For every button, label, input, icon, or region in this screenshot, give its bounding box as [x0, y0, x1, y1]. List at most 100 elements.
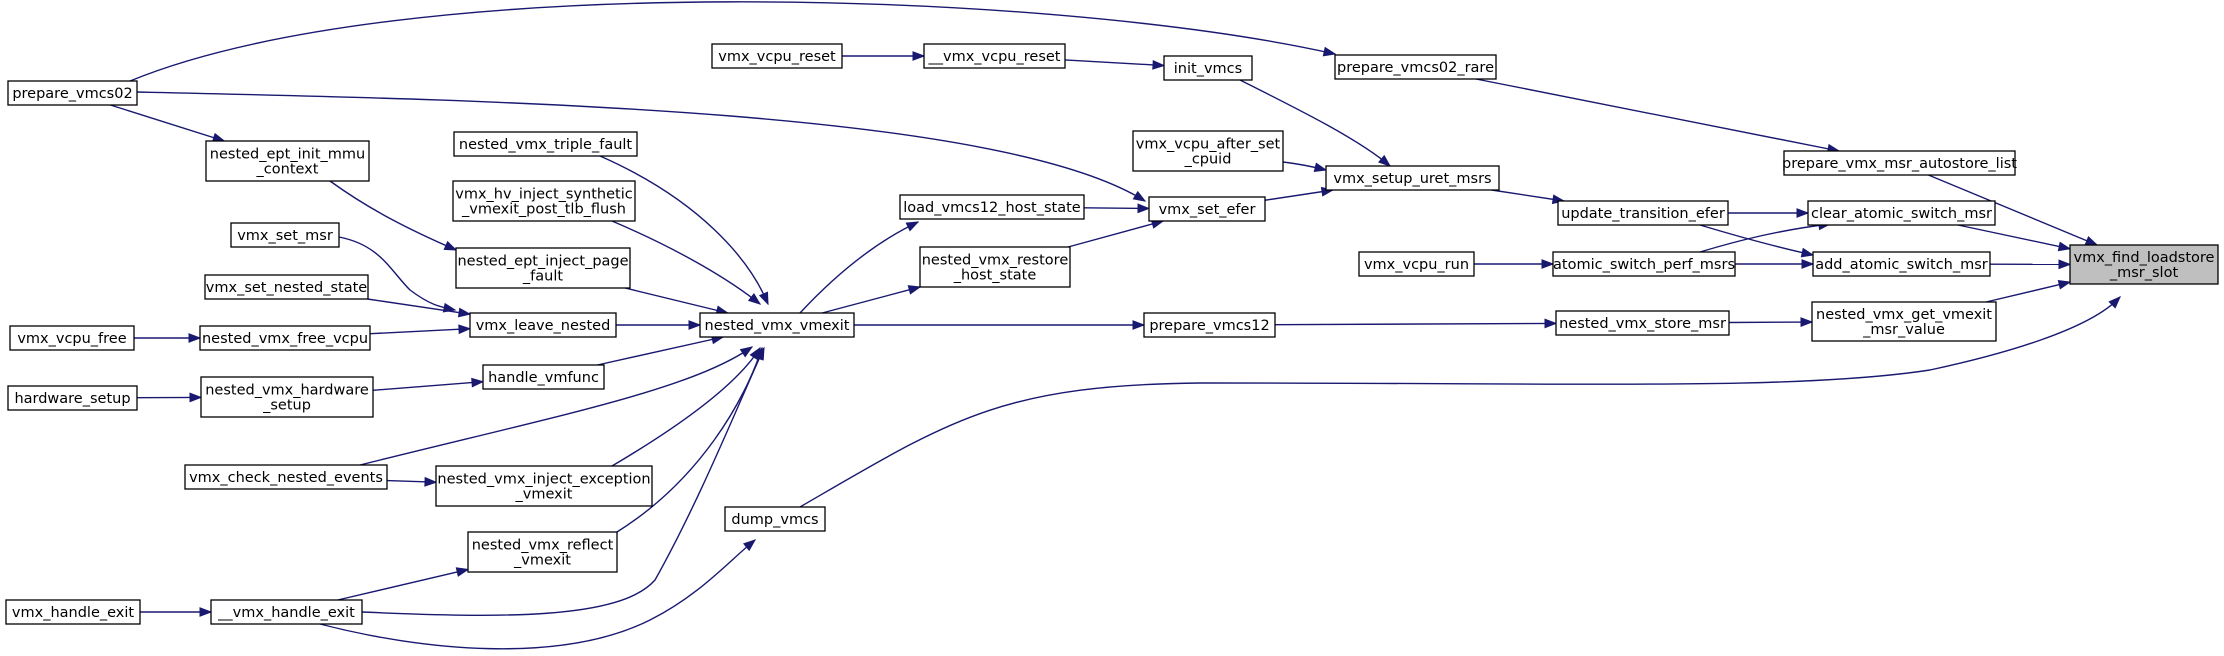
arrowhead	[912, 51, 926, 61]
node-label: vmx_vcpu_free	[17, 331, 126, 347]
edge-vmx-vcpu-reset-to-vmx-vcpu-reset	[842, 51, 926, 61]
node-vmx-handle-exit[interactable]: __vmx_handle_exit	[210, 599, 363, 625]
arrowhead	[1152, 59, 1166, 70]
node-nested-vmx-triple-fault[interactable]: nested_vmx_triple_fault	[453, 131, 638, 157]
edge-vmx-set-nested-state-to-vmx-leave-nested	[367, 298, 472, 318]
node-nested-vmx-free-vcpu[interactable]: nested_vmx_free_vcpu	[199, 325, 371, 351]
node-vmx-set-efer[interactable]: vmx_set_efer	[1148, 196, 1266, 222]
node-vmx-check-nested-events[interactable]: vmx_check_nested_events	[184, 464, 388, 490]
node-box	[1148, 196, 1266, 222]
arrowhead	[424, 476, 438, 487]
arrowhead	[905, 221, 920, 232]
node-prepare-vmcs12[interactable]: prepare_vmcs12	[1143, 312, 1276, 338]
node-load-vmcs12-host-state[interactable]: load_vmcs12_host_state	[899, 194, 1085, 220]
node-prepare-vmcs02-rare[interactable]: prepare_vmcs02_rare	[1334, 54, 1497, 80]
node-nested-vmx-hardware-setup[interactable]: nested_vmx_hardware_setup	[200, 376, 374, 418]
node-label: _vmexit_post_tlb_flush	[461, 202, 626, 218]
edge-load-vmcs12-host-state-to-vmx-set-efer	[1083, 203, 1151, 214]
node-label: handle_vmfunc	[488, 370, 599, 386]
node-label: prepare_vmcs02_rare	[1337, 60, 1494, 76]
node-add-atomic-switch-msr[interactable]: add_atomic_switch_msr	[1812, 251, 1991, 277]
edge-nested-vmx-store-msr-to-nested-vmx-get-vmexit-msr-value	[1728, 317, 1814, 328]
edge-vmx-vcpu-free-to-nested-vmx-free-vcpu	[134, 333, 202, 343]
node-box	[2069, 244, 2219, 285]
arrowhead	[1801, 259, 1815, 269]
node-label: nested_vmx_restore	[922, 253, 1069, 269]
node-box	[7, 385, 138, 411]
edge-vmx-vcpu-after-set-cpuid-to-vmx-setup-uret-msrs	[1282, 161, 1328, 173]
node-handle-vmfunc[interactable]: handle_vmfunc	[482, 364, 605, 390]
node-nested-ept-init-mmu-context[interactable]: nested_ept_init_mmu_context	[205, 140, 370, 182]
node-vmx-vcpu-after-set-cpuid[interactable]: vmx_vcpu_after_set_cpuid	[1132, 130, 1284, 172]
node-vmx-set-nested-state[interactable]: vmx_set_nested_state	[204, 274, 369, 300]
node-box	[5, 599, 141, 625]
node-vmx-setup-uret-msrs[interactable]: vmx_setup_uret_msrs	[1325, 165, 1500, 191]
edge-add-atomic-switch-msr-to-vmx-find-loadstore-msr-slot	[1989, 259, 2072, 270]
arrowhead	[443, 240, 458, 251]
edge-vmx-set-efer-to-vmx-setup-uret-msrs	[1264, 186, 1335, 201]
arrowhead	[457, 307, 472, 318]
node-label: nested_vmx_store_msr	[1559, 316, 1726, 332]
node-label: _cpuid	[1184, 152, 1232, 168]
node-init-vmcs[interactable]: init_vmcs	[1163, 55, 1253, 81]
node-update-transition-efer[interactable]: update_transition_efer	[1557, 200, 1729, 226]
node-box	[184, 464, 388, 490]
edges-layer	[110, 1, 2121, 650]
arrowhead	[1137, 203, 1151, 214]
edge-vmx-handle-exit-to-nested-vmx-vmexit	[361, 346, 765, 616]
node-box	[1334, 54, 1497, 80]
arrowhead	[458, 324, 472, 335]
node-nested-vmx-restore-host-state[interactable]: nested_vmx_restore_host_state	[919, 246, 1071, 288]
node-prepare-vmcs02[interactable]: prepare_vmcs02	[7, 80, 138, 106]
node-label: vmx_vcpu_after_set	[1136, 137, 1281, 153]
node-vmx-leave-nested[interactable]: vmx_leave_nested	[469, 312, 617, 338]
node-box	[199, 325, 371, 351]
node-label: nested_vmx_inject_exception	[437, 472, 650, 488]
node-vmx-vcpu-reset[interactable]: __vmx_vcpu_reset	[923, 43, 1066, 69]
node-vmx-vcpu-free[interactable]: vmx_vcpu_free	[9, 325, 135, 351]
node-box	[1811, 301, 1997, 342]
node-label: _context	[256, 162, 319, 178]
node-nested-vmx-inject-exception-vmexit[interactable]: nested_vmx_inject_exception_vmexit	[435, 465, 653, 507]
edge-dump-vmcs-to-vmx-find-loadstore-msr-slot	[799, 296, 2121, 508]
node-nested-vmx-store-msr[interactable]: nested_vmx_store_msr	[1555, 310, 1730, 336]
edge-nested-vmx-free-vcpu-to-vmx-leave-nested	[369, 324, 472, 335]
node-label: vmx_handle_exit	[12, 605, 134, 621]
arrowhead	[758, 291, 769, 306]
node-atomic-switch-perf-msrs[interactable]: atomic_switch_perf_msrs	[1552, 251, 1736, 277]
node-nested-vmx-vmexit[interactable]: nested_vmx_vmexit	[699, 312, 855, 338]
arrowhead	[739, 346, 754, 358]
node-nested-vmx-get-vmexit-msr-value[interactable]: nested_vmx_get_vmexit_msr_value	[1811, 301, 1997, 342]
arrowhead	[199, 607, 213, 617]
node-dump-vmcs[interactable]: dump_vmcs	[724, 506, 826, 532]
edge-vmx-check-nested-events-to-nested-vmx-inject-exception-vmexit	[386, 476, 438, 487]
node-vmx-vcpu-run[interactable]: vmx_vcpu_run	[1358, 251, 1475, 277]
edge-nested-vmx-vmexit-to-nested-vmx-restore-host-state	[821, 285, 922, 314]
arrowhead	[188, 333, 202, 343]
arrowhead	[1800, 317, 1814, 328]
node-box	[210, 599, 363, 625]
node-vmx-vcpu-reset[interactable]: vmx_vcpu_reset	[711, 43, 843, 69]
node-vmx-hv-inject-synthetic-vmexit-post-tlb-flush[interactable]: vmx_hv_inject_synthetic_vmexit_post_tlb_…	[452, 180, 636, 222]
arrowhead	[2084, 236, 2099, 246]
node-box	[467, 531, 618, 573]
node-box	[1163, 55, 1253, 81]
node-label: vmx_leave_nested	[476, 318, 611, 334]
edge-vmx-check-nested-events-to-nested-vmx-vmexit	[359, 346, 754, 466]
node-label: clear_atomic_switch_msr	[1811, 206, 1992, 222]
node-box	[1555, 310, 1730, 336]
node-hardware-setup[interactable]: hardware_setup	[7, 385, 138, 411]
node-nested-ept-inject-page-fault[interactable]: nested_ept_inject_page_fault	[455, 247, 631, 289]
node-vmx-find-loadstore-msr-slot[interactable]: vmx_find_loadstore_msr_slot	[2069, 244, 2219, 285]
edge-vmx-handle-exit-to-vmx-handle-exit	[140, 607, 213, 617]
arrowhead	[1541, 259, 1555, 269]
node-vmx-set-msr[interactable]: vmx_set_msr	[230, 222, 340, 248]
node-prepare-vmx-msr-autostore-list[interactable]: prepare_vmx_msr_autostore_list	[1782, 150, 2017, 176]
node-clear-atomic-switch-msr[interactable]: clear_atomic_switch_msr	[1807, 200, 1996, 226]
node-nested-vmx-reflect-vmexit[interactable]: nested_vmx_reflect_vmexit	[467, 531, 618, 573]
node-vmx-handle-exit[interactable]: vmx_handle_exit	[5, 599, 141, 625]
edge-vmx-leave-nested-to-nested-vmx-vmexit	[616, 320, 702, 330]
node-box	[7, 80, 138, 106]
node-label: add_atomic_switch_msr	[1815, 257, 1988, 273]
arrowhead	[1322, 46, 1337, 57]
